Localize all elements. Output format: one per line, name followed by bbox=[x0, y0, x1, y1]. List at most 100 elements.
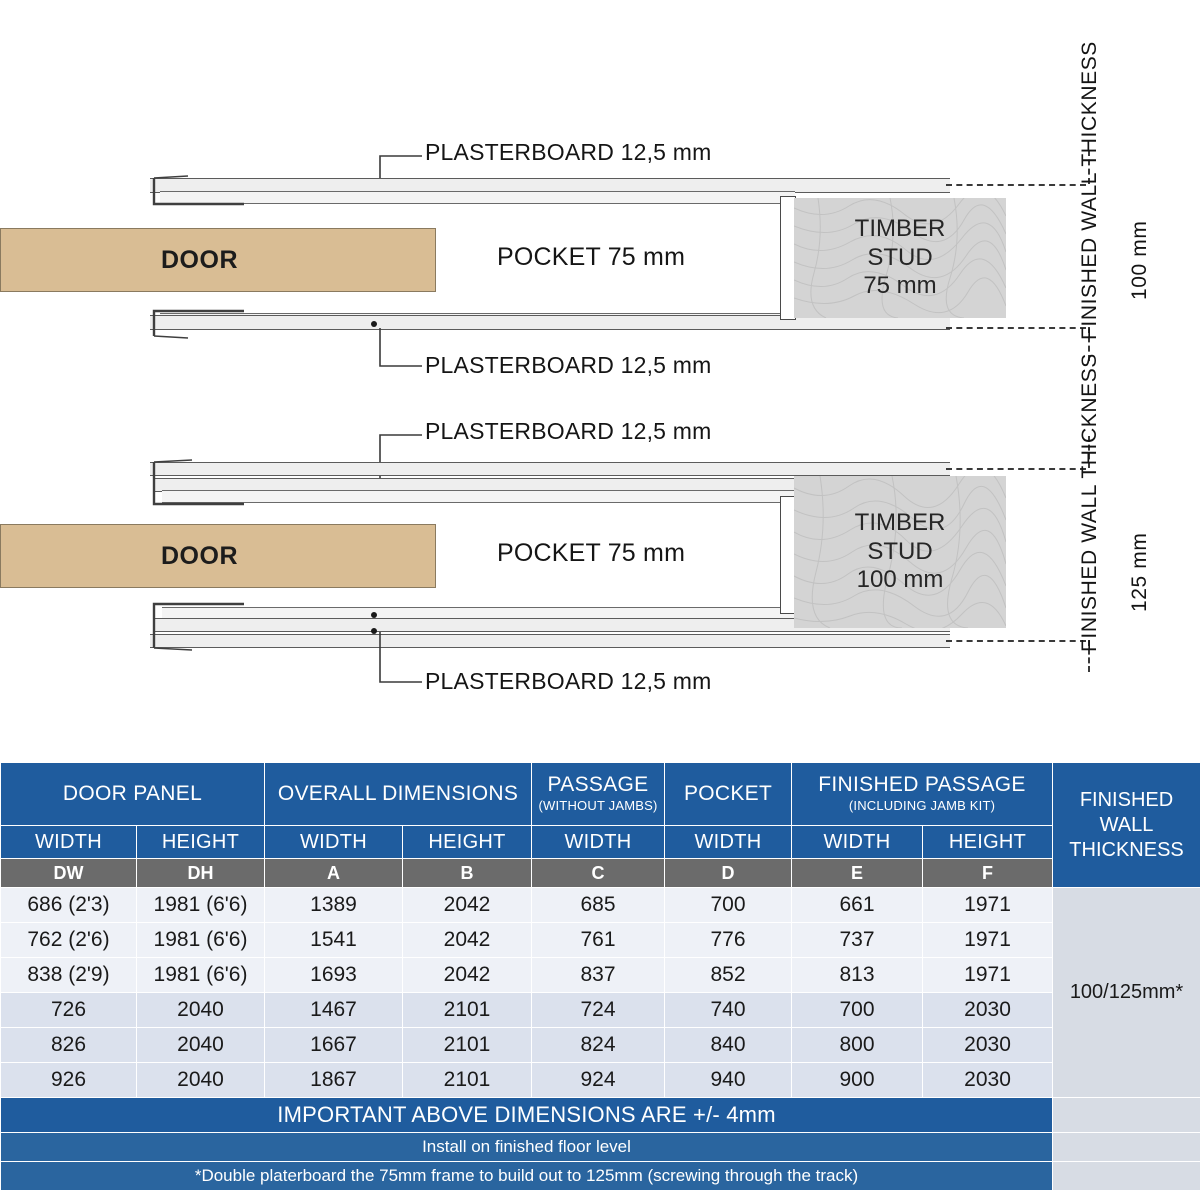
table-note-row-important: IMPORTANT ABOVE DIMENSIONS ARE +/- 4mm bbox=[0, 1097, 1200, 1133]
note-important-dimensions: IMPORTANT ABOVE DIMENSIONS ARE +/- 4mm bbox=[0, 1097, 1054, 1133]
group-header-pocket-title: POCKET bbox=[683, 781, 773, 805]
code-dw: DW bbox=[0, 858, 137, 888]
timber-stud-text-2: TIMBER STUD 100 mm bbox=[794, 476, 1006, 628]
group-header-door-panel-title: DOOR PANEL bbox=[62, 781, 203, 805]
leader-line-plasterboard-bottom-1 bbox=[379, 328, 422, 367]
wood-grain-texture-1 bbox=[794, 198, 1006, 318]
cell-b: 2101 bbox=[401, 1027, 533, 1063]
cell-c: 924 bbox=[531, 1062, 666, 1098]
cell-a: 1693 bbox=[264, 957, 403, 993]
table-row: 726 2040 1467 2101 724 740 700 2030 bbox=[0, 992, 1200, 1028]
cell-c: 824 bbox=[531, 1027, 666, 1063]
plasterboard-bottom-inner-2 bbox=[155, 618, 950, 632]
timber-stud-1: TIMBER STUD 75 mm bbox=[794, 198, 1006, 318]
subheader-d-width: WIDTH bbox=[664, 825, 793, 859]
cell-b: 2042 bbox=[401, 957, 533, 993]
cell-e: 900 bbox=[791, 1062, 924, 1098]
table-code-row: DW DH A B C D E F bbox=[0, 858, 1200, 888]
diagram-wall-100: PLASTERBOARD 12,5 mm DOOR POCKET 75 mm bbox=[0, 0, 1200, 400]
cell-d: 700 bbox=[664, 887, 793, 923]
group-header-finished-passage-subtitle: (INCLUDING JAMB KIT) bbox=[848, 797, 996, 813]
subheader-a-width: WIDTH bbox=[264, 825, 403, 859]
subheader-b-height: HEIGHT bbox=[401, 825, 533, 859]
diagram-wall-125: PLASTERBOARD 12,5 mm DOOR POCKET 75 mm bbox=[0, 353, 1200, 760]
cell-dw: 838 (2'9) bbox=[0, 957, 137, 993]
cell-dw: 926 bbox=[0, 1062, 137, 1098]
subheader-e-width: WIDTH bbox=[791, 825, 924, 859]
pocket-label-1: POCKET 75 mm bbox=[497, 243, 686, 271]
table-row: 838 (2'9) 1981 (6'6) 1693 2042 837 852 8… bbox=[0, 957, 1200, 993]
code-b: B bbox=[401, 858, 533, 888]
cell-d: 840 bbox=[664, 1027, 793, 1063]
plasterboard-top-outer-2 bbox=[150, 462, 950, 476]
finished-wall-thickness-header-text: FINISHED WALL THICKNESS bbox=[1069, 788, 1184, 861]
group-header-passage-subtitle: (WITHOUT JAMBS) bbox=[538, 797, 658, 813]
group-header-pocket: POCKET bbox=[664, 762, 793, 826]
cell-d: 740 bbox=[664, 992, 793, 1028]
code-a: A bbox=[264, 858, 403, 888]
cell-a: 1389 bbox=[264, 887, 403, 923]
note-spacer-1 bbox=[1052, 1097, 1200, 1133]
plasterboard-bottom-label-1: PLASTERBOARD 12,5 mm bbox=[425, 352, 712, 378]
jamb-bracket-bottom-2 bbox=[152, 602, 244, 651]
timber-stud-2: TIMBER STUD 100 mm bbox=[794, 476, 1006, 628]
plasterboard-top-label-1: PLASTERBOARD 12,5 mm bbox=[425, 139, 712, 165]
dimension-tick-bottom-2 bbox=[1088, 640, 1090, 672]
cell-f: 2030 bbox=[922, 1027, 1054, 1063]
cell-c: 761 bbox=[531, 922, 666, 958]
timber-stud-line2-1: STUD bbox=[867, 243, 933, 271]
table-subheader-row: WIDTH HEIGHT WIDTH HEIGHT WIDTH WIDTH WI… bbox=[0, 825, 1200, 859]
cell-c: 837 bbox=[531, 957, 666, 993]
cell-a: 1541 bbox=[264, 922, 403, 958]
pocket-frame-top-2 bbox=[162, 490, 795, 503]
note-install-floor-level: Install on finished floor level bbox=[0, 1132, 1054, 1162]
subheader-dh-height: HEIGHT bbox=[136, 825, 265, 859]
door-label-2: DOOR bbox=[161, 541, 238, 570]
timber-stud-line3-1: 75 mm bbox=[863, 272, 937, 300]
code-dh: DH bbox=[136, 858, 265, 888]
door-panel-1: DOOR bbox=[0, 228, 436, 292]
cell-c: 724 bbox=[531, 992, 666, 1028]
timber-stud-text-1: TIMBER STUD 75 mm bbox=[794, 198, 1006, 318]
code-d: D bbox=[664, 858, 793, 888]
timber-stud-line1-2: TIMBER bbox=[854, 508, 946, 536]
spec-table: DOOR PANEL OVERALL DIMENSIONS PASSAGE (W… bbox=[0, 762, 1200, 1191]
leader-dot-bottom-1 bbox=[371, 321, 377, 327]
door-label-1: DOOR bbox=[161, 245, 238, 274]
cell-d: 940 bbox=[664, 1062, 793, 1098]
cell-a: 1867 bbox=[264, 1062, 403, 1098]
finished-wall-thickness-value-2: 125 mm bbox=[1128, 532, 1151, 612]
table-row: 926 2040 1867 2101 924 940 900 2030 bbox=[0, 1062, 1200, 1098]
finished-wall-thickness-label-2: FINISHED WALL THICKNESS bbox=[1078, 353, 1101, 652]
diagram-area: PLASTERBOARD 12,5 mm DOOR POCKET 75 mm bbox=[0, 0, 1200, 760]
extension-line-bottom-2 bbox=[946, 640, 1086, 642]
cell-dw: 686 (2'3) bbox=[0, 887, 137, 923]
group-header-passage: PASSAGE (WITHOUT JAMBS) bbox=[531, 762, 666, 826]
cell-dw: 826 bbox=[0, 1027, 137, 1063]
pocket-label-2: POCKET 75 mm bbox=[497, 539, 686, 567]
cell-a: 1667 bbox=[264, 1027, 403, 1063]
door-panel-2: DOOR bbox=[0, 524, 436, 588]
plasterboard-bottom-slab-1 bbox=[150, 315, 950, 330]
dimension-tick-bottom-1 bbox=[1088, 327, 1090, 361]
timber-stud-line3-2: 100 mm bbox=[856, 566, 944, 594]
table-row: 686 (2'3) 1981 (6'6) 1389 2042 685 700 6… bbox=[0, 887, 1200, 1098]
cell-f: 1971 bbox=[922, 922, 1054, 958]
cell-a: 1467 bbox=[264, 992, 403, 1028]
subheader-c-width: WIDTH bbox=[531, 825, 666, 859]
jamb-bracket-bottom-1 bbox=[152, 309, 244, 339]
finished-wall-thickness-value-1: 100 mm bbox=[1128, 220, 1151, 300]
cell-dh: 2040 bbox=[136, 1027, 265, 1063]
cell-dw: 726 bbox=[0, 992, 137, 1028]
extension-line-top-2 bbox=[946, 468, 1086, 470]
code-f: F bbox=[922, 858, 1054, 888]
cell-d: 852 bbox=[664, 957, 793, 993]
cell-e: 661 bbox=[791, 887, 924, 923]
group-header-overall-dimensions: OVERALL DIMENSIONS bbox=[263, 762, 533, 826]
cell-dh: 1981 (6'6) bbox=[136, 922, 265, 958]
leader-dot-bottom-a-2 bbox=[371, 612, 377, 618]
note-double-plasterboard: *Double platerboard the 75mm frame to bu… bbox=[0, 1161, 1054, 1191]
subheader-f-height: HEIGHT bbox=[922, 825, 1054, 859]
extension-line-top-1 bbox=[946, 184, 1086, 186]
